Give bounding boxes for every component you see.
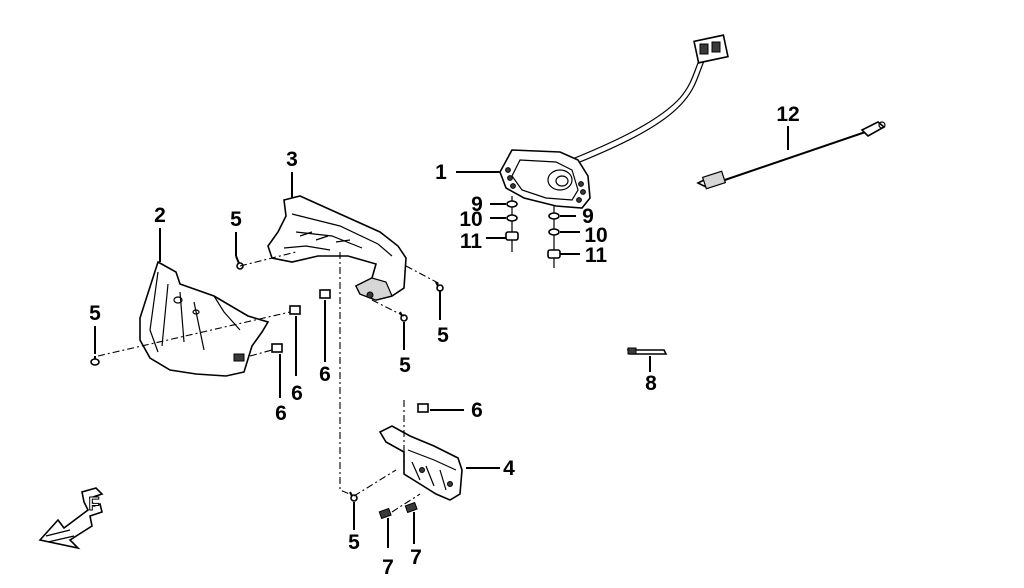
- callout-12: 12: [776, 103, 799, 126]
- bolt-7-b: [404, 501, 418, 544]
- callout-10-a: 10: [459, 208, 482, 231]
- screw-5-a: [235, 255, 244, 270]
- callout-11-a: 11: [460, 230, 483, 253]
- callout-4: 4: [503, 457, 515, 480]
- callout-10-b: 10: [584, 224, 607, 247]
- meter-assembly: [499, 34, 729, 268]
- callout-5-e: 5: [348, 531, 360, 554]
- front-arrow-icon: F: [38, 487, 104, 550]
- assembly-line-i: [249, 349, 273, 357]
- assembly-line-h: [391, 493, 421, 513]
- callout-8: 8: [645, 372, 657, 395]
- front-letter: F: [89, 494, 100, 514]
- callout-9-b: 9: [582, 205, 594, 228]
- leader-lines: [94, 126, 789, 530]
- callout-7-a: 7: [382, 556, 394, 579]
- washer-stack-right: [547, 212, 561, 259]
- mounting-bracket: [378, 425, 463, 501]
- callout-9-a: 9: [471, 193, 483, 216]
- assembly-line-e: [339, 252, 355, 497]
- assembly-line-a: [97, 311, 291, 357]
- small-clip: [626, 347, 668, 355]
- callout-3: 3: [286, 148, 298, 171]
- callout-7-b: 7: [410, 546, 422, 569]
- assembly-line-c: [405, 265, 441, 285]
- assembly-line-d: [371, 299, 405, 317]
- callout-6-a: 6: [291, 382, 303, 405]
- callout-1: 1: [435, 161, 447, 184]
- callout-6-c: 6: [275, 402, 287, 425]
- speedometer-cable: [696, 121, 886, 190]
- screw-5-c: [435, 281, 444, 292]
- screw-5-b: [90, 356, 100, 366]
- callout-5-b: 5: [89, 302, 101, 325]
- clip-6-c: [271, 343, 283, 353]
- assembly-line-b: [239, 251, 297, 267]
- callout-5-d: 5: [399, 354, 411, 377]
- callout-6-b: 6: [319, 363, 331, 386]
- callout-11-b: 11: [585, 244, 608, 267]
- front-cover: [139, 260, 270, 377]
- callout-5-a: 5: [230, 208, 242, 231]
- screw-5-e: [349, 491, 358, 502]
- callout-2: 2: [154, 204, 166, 227]
- clip-6-b: [319, 289, 331, 299]
- callout-6-d: 6: [471, 399, 483, 422]
- assembly-line-g: [353, 469, 397, 497]
- bolt-7-a: [378, 507, 392, 548]
- screw-5-d: [399, 311, 408, 322]
- clip-6-a: [289, 305, 301, 315]
- callout-5-c: 5: [437, 324, 449, 347]
- meter-cover: [267, 195, 407, 301]
- washer-stack-left: [505, 200, 519, 241]
- clip-6-d: [417, 403, 429, 413]
